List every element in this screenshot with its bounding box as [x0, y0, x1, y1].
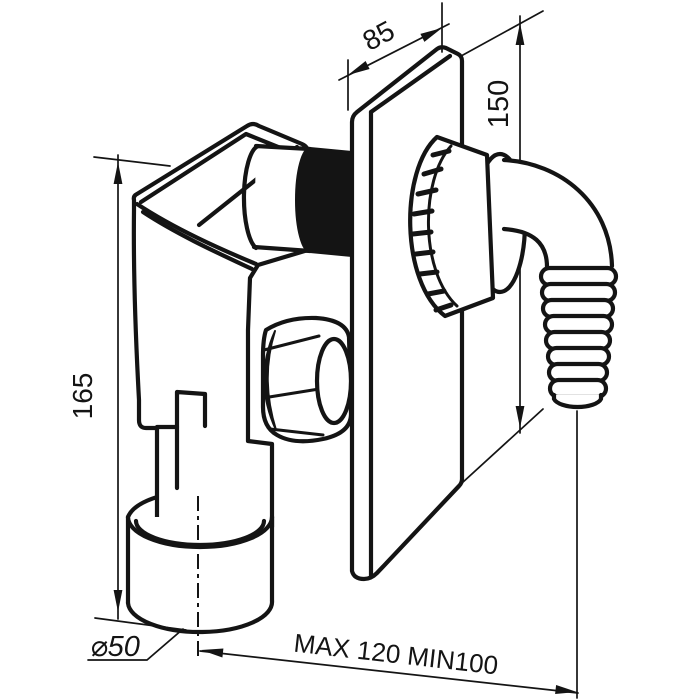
- leader-line: [87, 628, 184, 661]
- plate-top-edge-line: [368, 53, 453, 115]
- outlet-cup: [125, 514, 275, 635]
- right-height-dimension-label: 150: [483, 80, 515, 128]
- extension-line: [451, 10, 544, 62]
- arrowhead-icon: [555, 685, 577, 694]
- dimension-height-left: 165: [67, 154, 187, 631]
- body-step-line: [174, 389, 208, 491]
- hose-outlet-end: [551, 392, 604, 410]
- arrowhead-icon: [201, 648, 224, 658]
- inlet-pipe: [241, 143, 353, 257]
- arrowhead-icon: [113, 162, 123, 184]
- hex-nut-opening: [314, 336, 354, 426]
- extension-line: [93, 156, 171, 167]
- corrugated-hose-adapter: [538, 265, 619, 410]
- inlet-pipe-wall-section: [295, 147, 353, 257]
- outlet-diameter-label: ⌀50: [90, 631, 140, 663]
- cleanout-hex-nut: [260, 315, 354, 444]
- body-slant-edge-line: [134, 201, 259, 267]
- extension-line: [94, 617, 187, 631]
- plate-depth-dimension-label: 85: [358, 15, 400, 57]
- arrowhead-icon: [515, 406, 525, 428]
- dimension-outlet-diameter: ⌀50: [87, 628, 184, 663]
- dimension-line: [199, 650, 579, 694]
- arrowhead-icon: [515, 23, 525, 45]
- arrowhead-icon: [348, 61, 370, 75]
- union-nut: [408, 134, 496, 319]
- hose-elbow: [501, 157, 615, 272]
- arrowhead-icon: [113, 590, 123, 612]
- arrowhead-icon: [420, 28, 442, 42]
- extension-line: [461, 408, 544, 484]
- body-slant-rim-line: [140, 209, 255, 272]
- nozzle-root-curve: [241, 143, 261, 251]
- left-height-dimension-label: 165: [67, 373, 98, 420]
- cup-bottom-arc: [125, 598, 275, 635]
- cup-inner-rim: [133, 518, 267, 548]
